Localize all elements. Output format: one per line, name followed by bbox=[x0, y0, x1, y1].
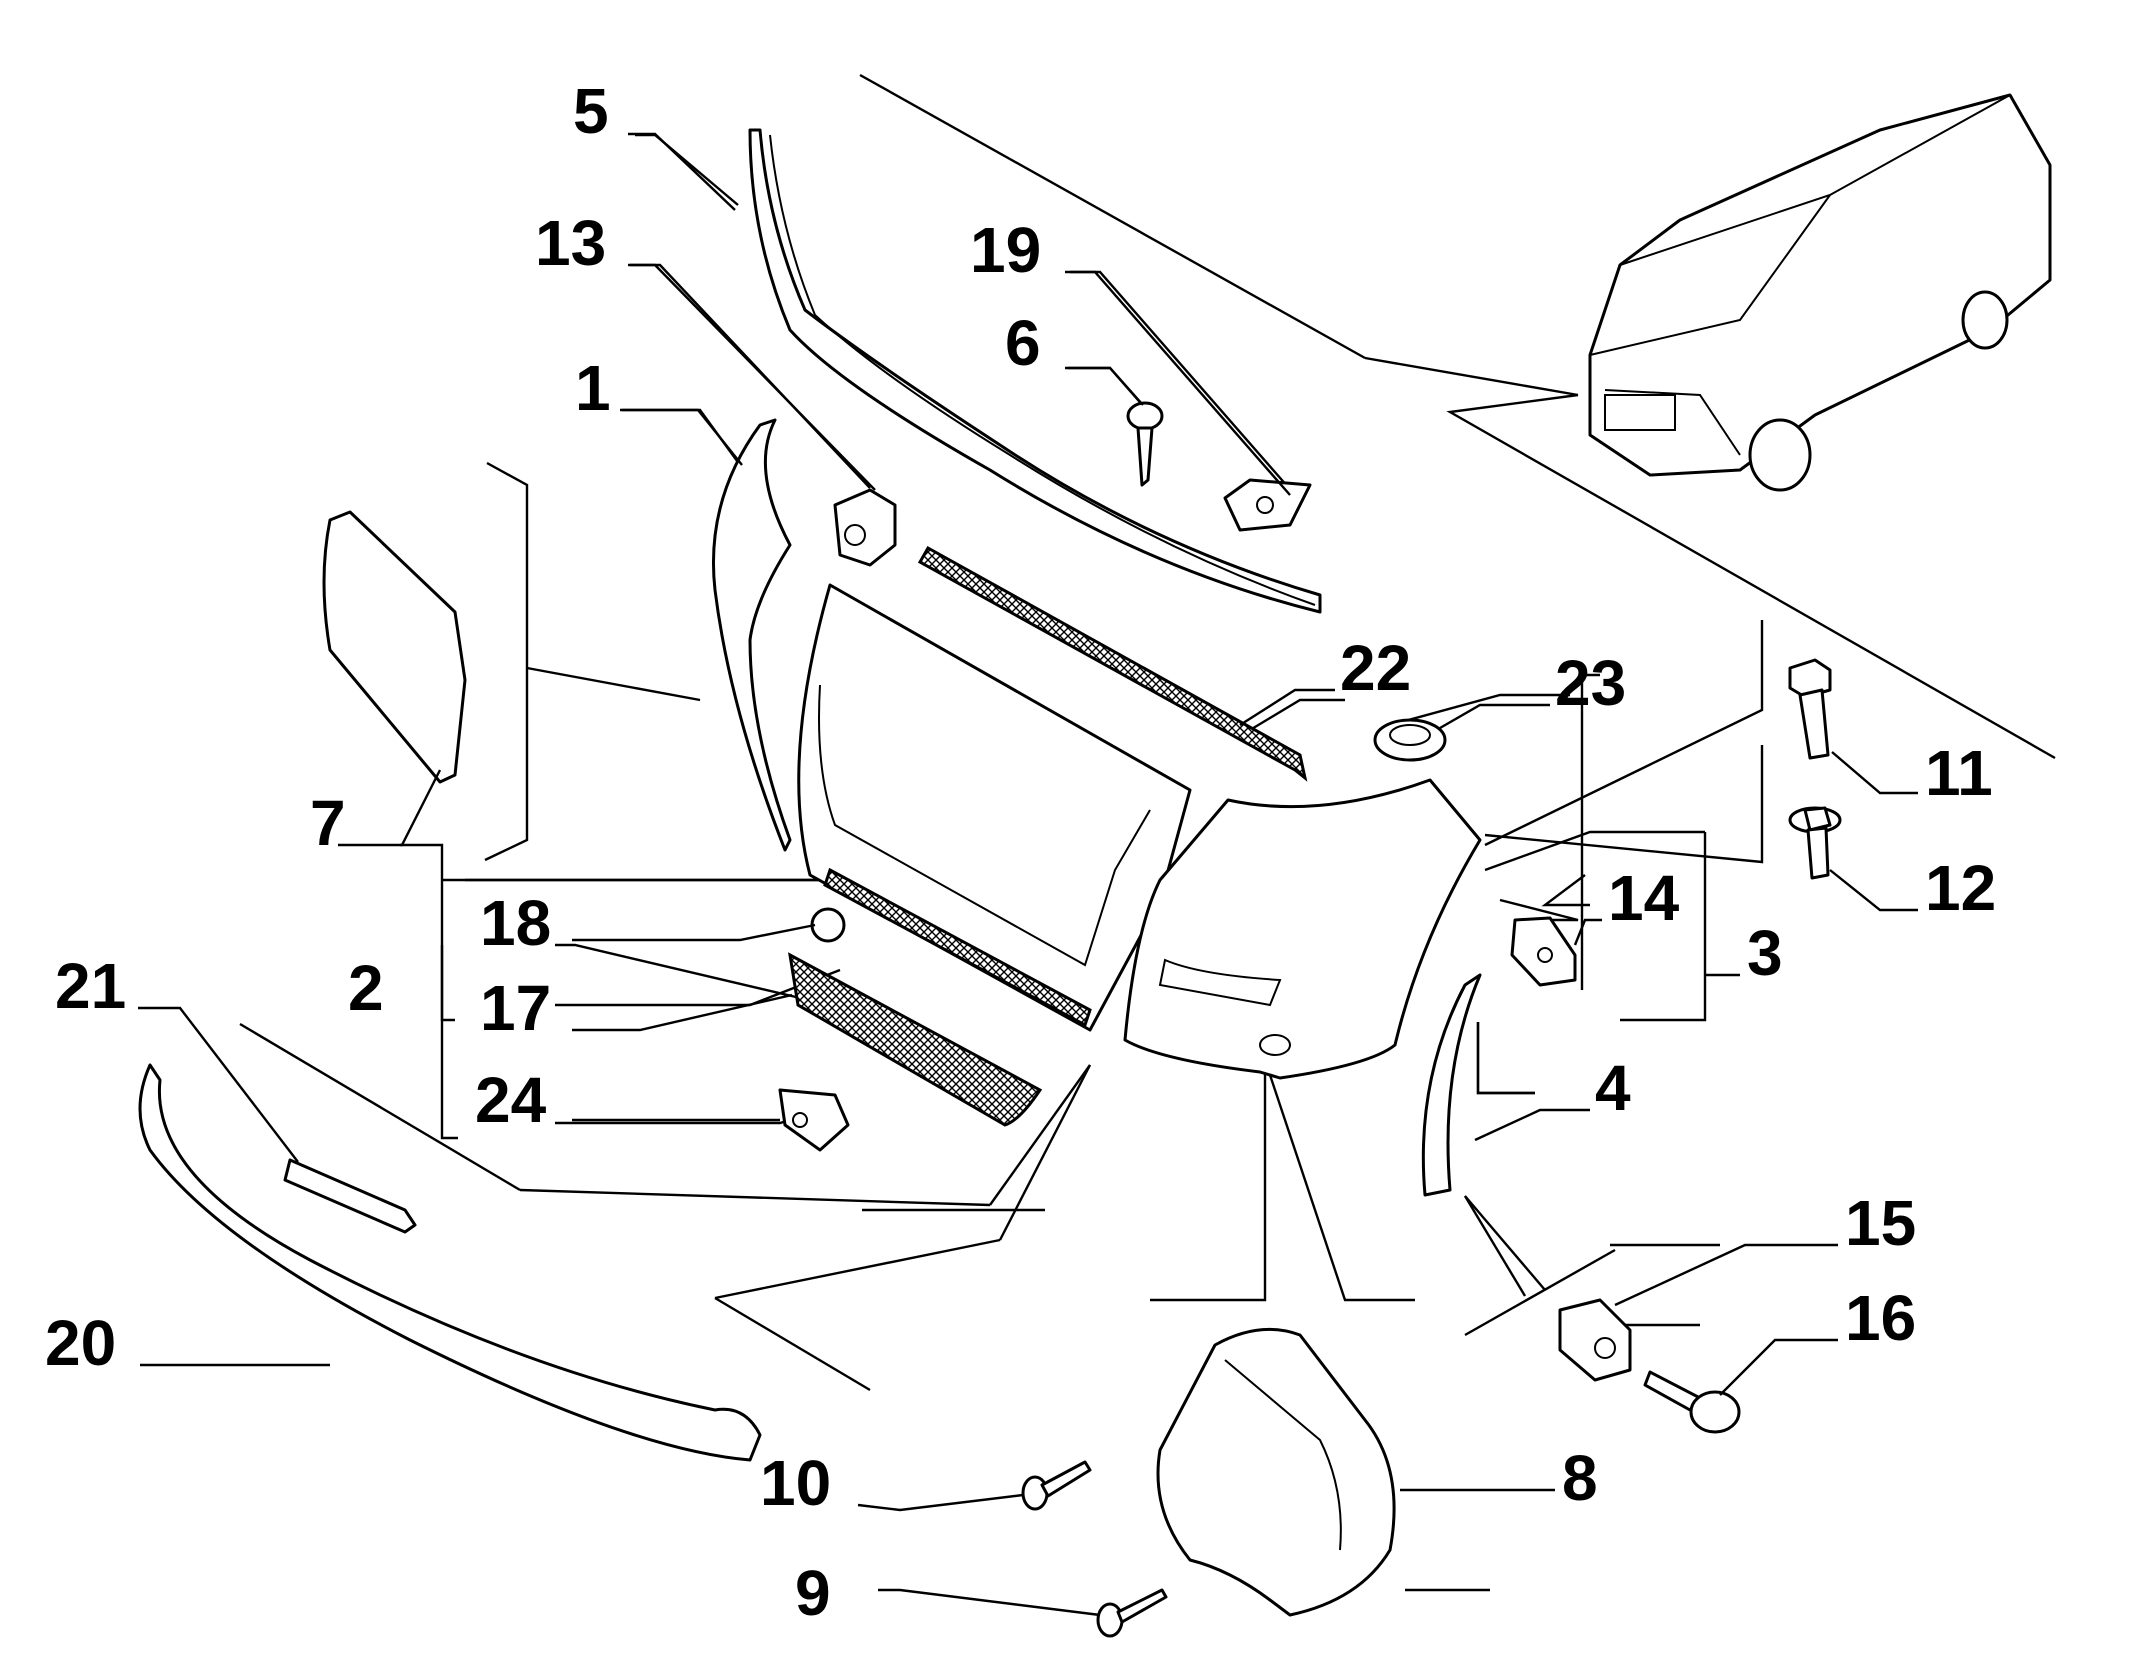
part-12-flange-bolt bbox=[1788, 806, 1842, 880]
callout-8: 8 bbox=[1562, 1442, 1598, 1514]
part-14-clip bbox=[1510, 916, 1577, 987]
callout-13: 13 bbox=[535, 207, 606, 279]
part-3-corner-bumper bbox=[1123, 778, 1482, 1080]
callout-labels: 5 13 19 6 1 7 18 2 17 24 21 20 22 23 11 … bbox=[45, 75, 1996, 1629]
part-10-screw bbox=[1021, 1460, 1092, 1511]
part-23-plug bbox=[1373, 718, 1447, 762]
part-19-speed-nut bbox=[1223, 478, 1312, 532]
callout-10: 10 bbox=[760, 1447, 831, 1519]
callout-15: 15 bbox=[1845, 1187, 1916, 1259]
part-8-mudguard bbox=[1156, 1327, 1396, 1617]
callout-5: 5 bbox=[573, 75, 609, 147]
part-22-mesh-strip bbox=[917, 545, 1308, 782]
part-15-clip bbox=[1558, 1298, 1632, 1382]
van-illustration bbox=[1588, 93, 2052, 492]
part-11-bolt bbox=[1788, 658, 1832, 760]
callout-18: 18 bbox=[480, 887, 551, 959]
part-20-lower-spoiler bbox=[138, 1063, 762, 1462]
part-6-screw bbox=[1126, 401, 1164, 487]
part-16-bolt bbox=[1643, 1370, 1741, 1434]
part-9-screw bbox=[1096, 1588, 1168, 1638]
callout-7: 7 bbox=[310, 787, 346, 859]
part-4-arch-trim bbox=[1421, 973, 1482, 1197]
callout-16: 16 bbox=[1845, 1282, 1916, 1354]
callout-leaders bbox=[138, 133, 1918, 1617]
callout-14: 14 bbox=[1608, 862, 1680, 934]
callout-21: 21 bbox=[55, 950, 126, 1022]
callout-12: 12 bbox=[1925, 852, 1996, 924]
callout-9: 9 bbox=[795, 1557, 831, 1629]
grouping-lines bbox=[239, 73, 2056, 1392]
callout-20: 20 bbox=[45, 1307, 116, 1379]
callout-6: 6 bbox=[1005, 307, 1041, 379]
part-2-grille-assembly bbox=[797, 583, 1192, 1032]
part-7-cover-panel bbox=[322, 510, 467, 784]
part-18-badge bbox=[810, 907, 846, 943]
callout-2: 2 bbox=[348, 952, 384, 1024]
part-17-lower-grille bbox=[788, 952, 1043, 1127]
callout-1: 1 bbox=[575, 352, 611, 424]
part-1-side-trim bbox=[711, 418, 792, 852]
callout-24: 24 bbox=[475, 1064, 547, 1136]
part-24-clip bbox=[778, 1088, 850, 1152]
part-5-upper-trim-rail bbox=[748, 128, 1322, 614]
callout-17: 17 bbox=[480, 972, 551, 1044]
callout-11: 11 bbox=[1925, 737, 1993, 809]
callout-4: 4 bbox=[1595, 1052, 1631, 1124]
callout-3: 3 bbox=[1747, 917, 1783, 989]
callout-22: 22 bbox=[1340, 632, 1411, 704]
callout-19: 19 bbox=[970, 214, 1041, 286]
part-21-insert bbox=[283, 1158, 417, 1234]
callout-23: 23 bbox=[1555, 647, 1626, 719]
part-13-clip bbox=[833, 488, 897, 567]
